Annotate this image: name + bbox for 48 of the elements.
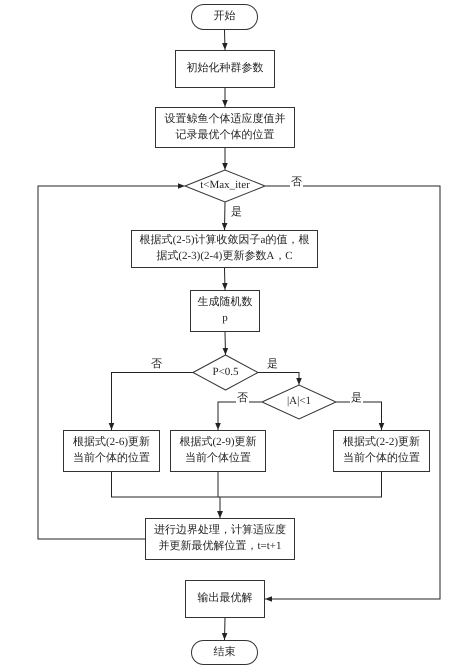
process-box [131, 230, 318, 268]
process-box [63, 430, 160, 472]
step-text: 根据式(2-5)计算收敛因子a的值，根据式(2-3)(2-4)更新参数A，C [138, 233, 310, 264]
step-text: 根据式(2-2)更新当前个体的位置 [342, 435, 421, 466]
arrow [108, 372, 194, 430]
arrow [222, 148, 228, 170]
process-box [190, 290, 260, 332]
step-text: 开始 [212, 9, 236, 24]
arrow [222, 88, 228, 108]
process-box [145, 518, 295, 560]
arrow [258, 372, 302, 386]
arrow [222, 30, 228, 50]
arrow [222, 268, 228, 290]
edge-label: 否 [236, 392, 249, 405]
edge-label: 是 [266, 358, 279, 371]
process-box [155, 107, 295, 148]
arrow [215, 402, 262, 430]
arrow [222, 332, 228, 356]
arrow [38, 183, 186, 540]
step-text: 初始化种群参数 [186, 61, 264, 76]
condition-text: P<0.5 [211, 364, 240, 380]
terminal-box [191, 640, 258, 665]
decision-diamond [193, 355, 258, 390]
condition-text: t<Max_iter [199, 178, 251, 194]
edge-label: 否 [150, 358, 163, 371]
arrow [336, 402, 384, 430]
condition-text: |A|<1 [286, 394, 312, 410]
step-text: 结束 [212, 644, 236, 660]
step-text: 输出最优解 [196, 591, 254, 606]
process-box [333, 430, 430, 472]
process-box [175, 50, 275, 88]
decision-diamond [185, 170, 265, 202]
arrow [264, 186, 440, 602]
edge-label: 是 [230, 206, 243, 219]
decision-diamond [262, 385, 336, 419]
arrow [217, 472, 382, 518]
arrow [222, 618, 228, 640]
arrow [222, 202, 228, 230]
edge-label: 否 [290, 176, 303, 189]
step-text: 生成随机数p [196, 295, 254, 326]
step-text: 根据式(2-6)更新当前个体的位置 [72, 435, 151, 466]
process-box [185, 580, 265, 618]
step-text: 进行边界处理，计算适应度并更新最优解位置，t=t+1 [153, 523, 287, 554]
edge-label: 是 [350, 392, 363, 405]
step-text: 根据式(2-9)更新当前个体位置 [178, 435, 258, 466]
process-box [170, 430, 266, 472]
step-text: 设置鲸鱼个体适应度值并记录最优个体的位置 [164, 112, 286, 142]
terminal-box [191, 4, 258, 30]
